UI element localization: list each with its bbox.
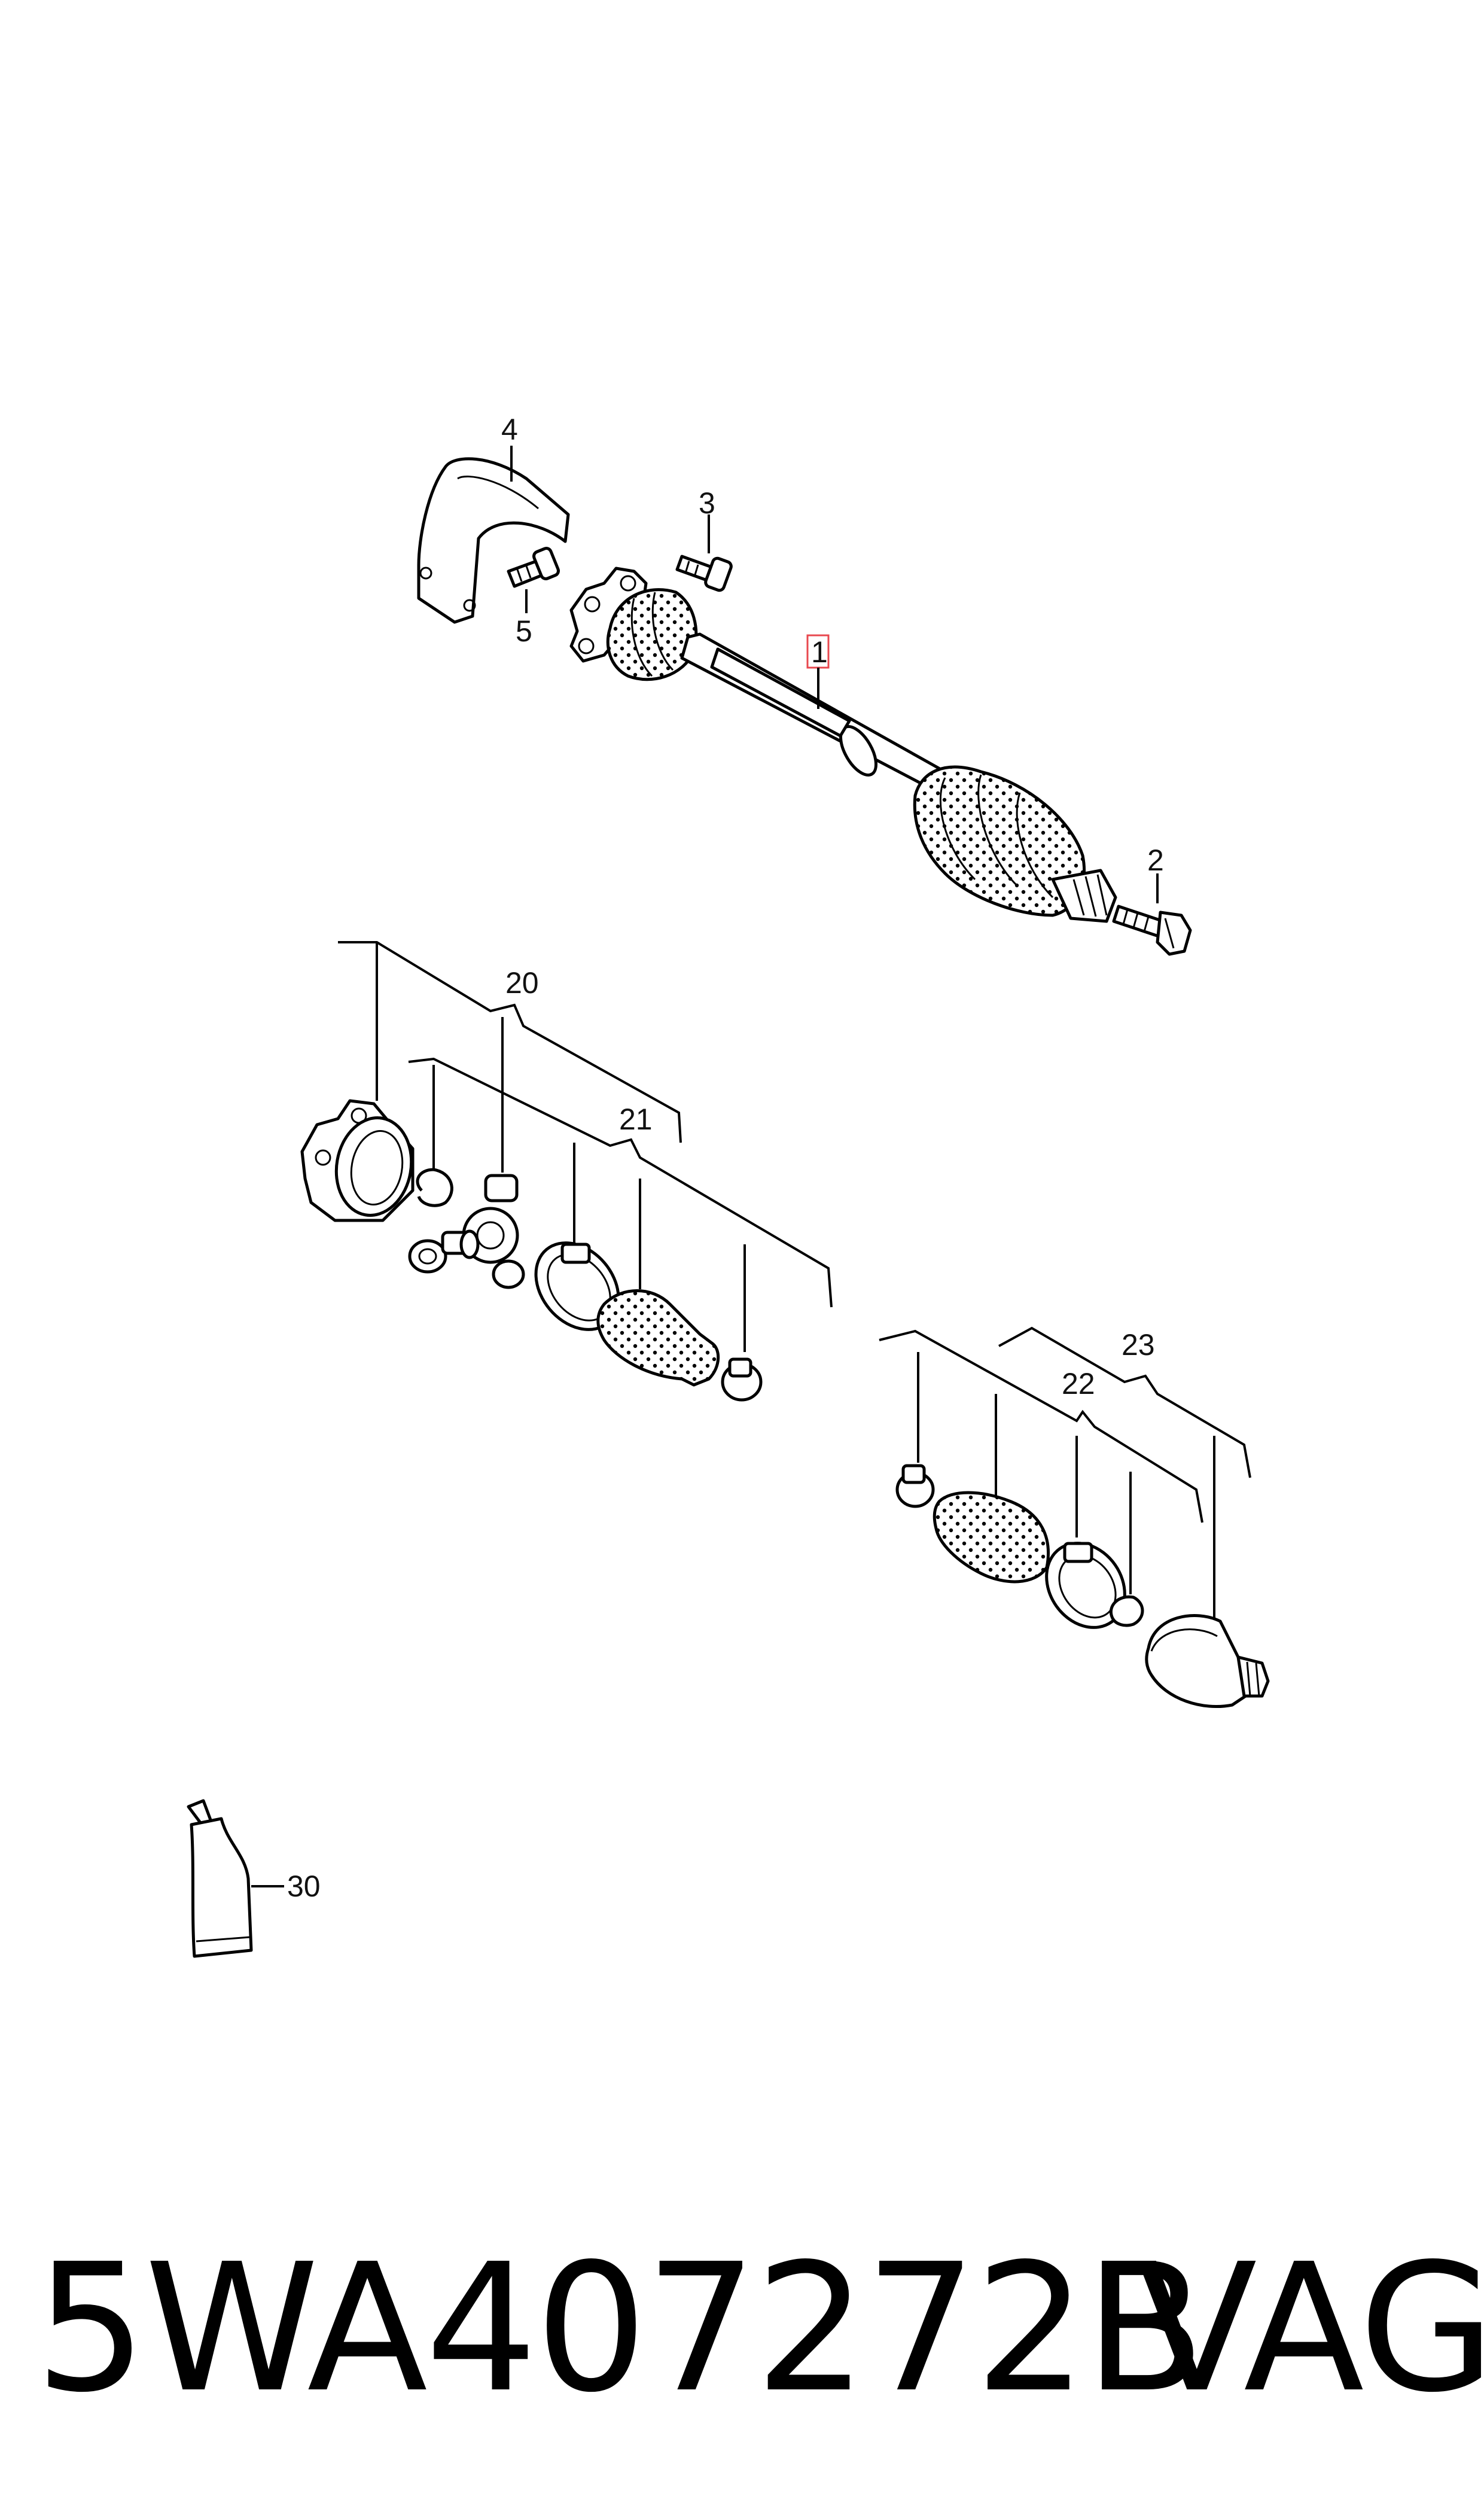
circlip bbox=[416, 1168, 453, 1207]
callout-5: 5 bbox=[516, 614, 532, 648]
outer-boot bbox=[933, 1491, 1050, 1584]
callout-3: 3 bbox=[699, 486, 715, 520]
inner-boot bbox=[596, 1289, 720, 1387]
callout-1: 1 bbox=[811, 635, 828, 669]
inner-joint-housing bbox=[300, 1099, 415, 1222]
heat-shield-part-4 bbox=[417, 457, 570, 624]
grease-tube-part-30 bbox=[187, 1799, 253, 1958]
outer-circlip bbox=[1110, 1595, 1144, 1627]
callout-2: 2 bbox=[1147, 844, 1164, 877]
callout-21: 21 bbox=[619, 1103, 653, 1136]
bolt-part-3 bbox=[675, 555, 733, 592]
callout-20: 20 bbox=[505, 966, 539, 1000]
outer-boot-clamp bbox=[1045, 1542, 1126, 1629]
callout-4: 4 bbox=[501, 413, 518, 446]
bolt-part-2 bbox=[1112, 905, 1192, 956]
outer-small-clamp bbox=[895, 1464, 935, 1508]
part-number-label: 5WA407272B bbox=[35, 2225, 1206, 2431]
brand-label: VAG bbox=[1136, 2225, 1484, 2431]
outer-cv-joint bbox=[1145, 1614, 1270, 1709]
callout-22: 22 bbox=[1062, 1367, 1095, 1400]
bracket-22 bbox=[879, 1329, 1203, 1523]
tripod-joint bbox=[408, 1174, 525, 1289]
bracket-23 bbox=[998, 1326, 1251, 1478]
callout-30: 30 bbox=[287, 1870, 321, 1903]
bracket-21 bbox=[408, 1057, 833, 1308]
small-boot-clamp bbox=[721, 1357, 763, 1402]
drive-shaft-part-1 bbox=[569, 567, 1117, 923]
bolt-part-5 bbox=[507, 547, 560, 588]
callout-23: 23 bbox=[1122, 1328, 1155, 1362]
